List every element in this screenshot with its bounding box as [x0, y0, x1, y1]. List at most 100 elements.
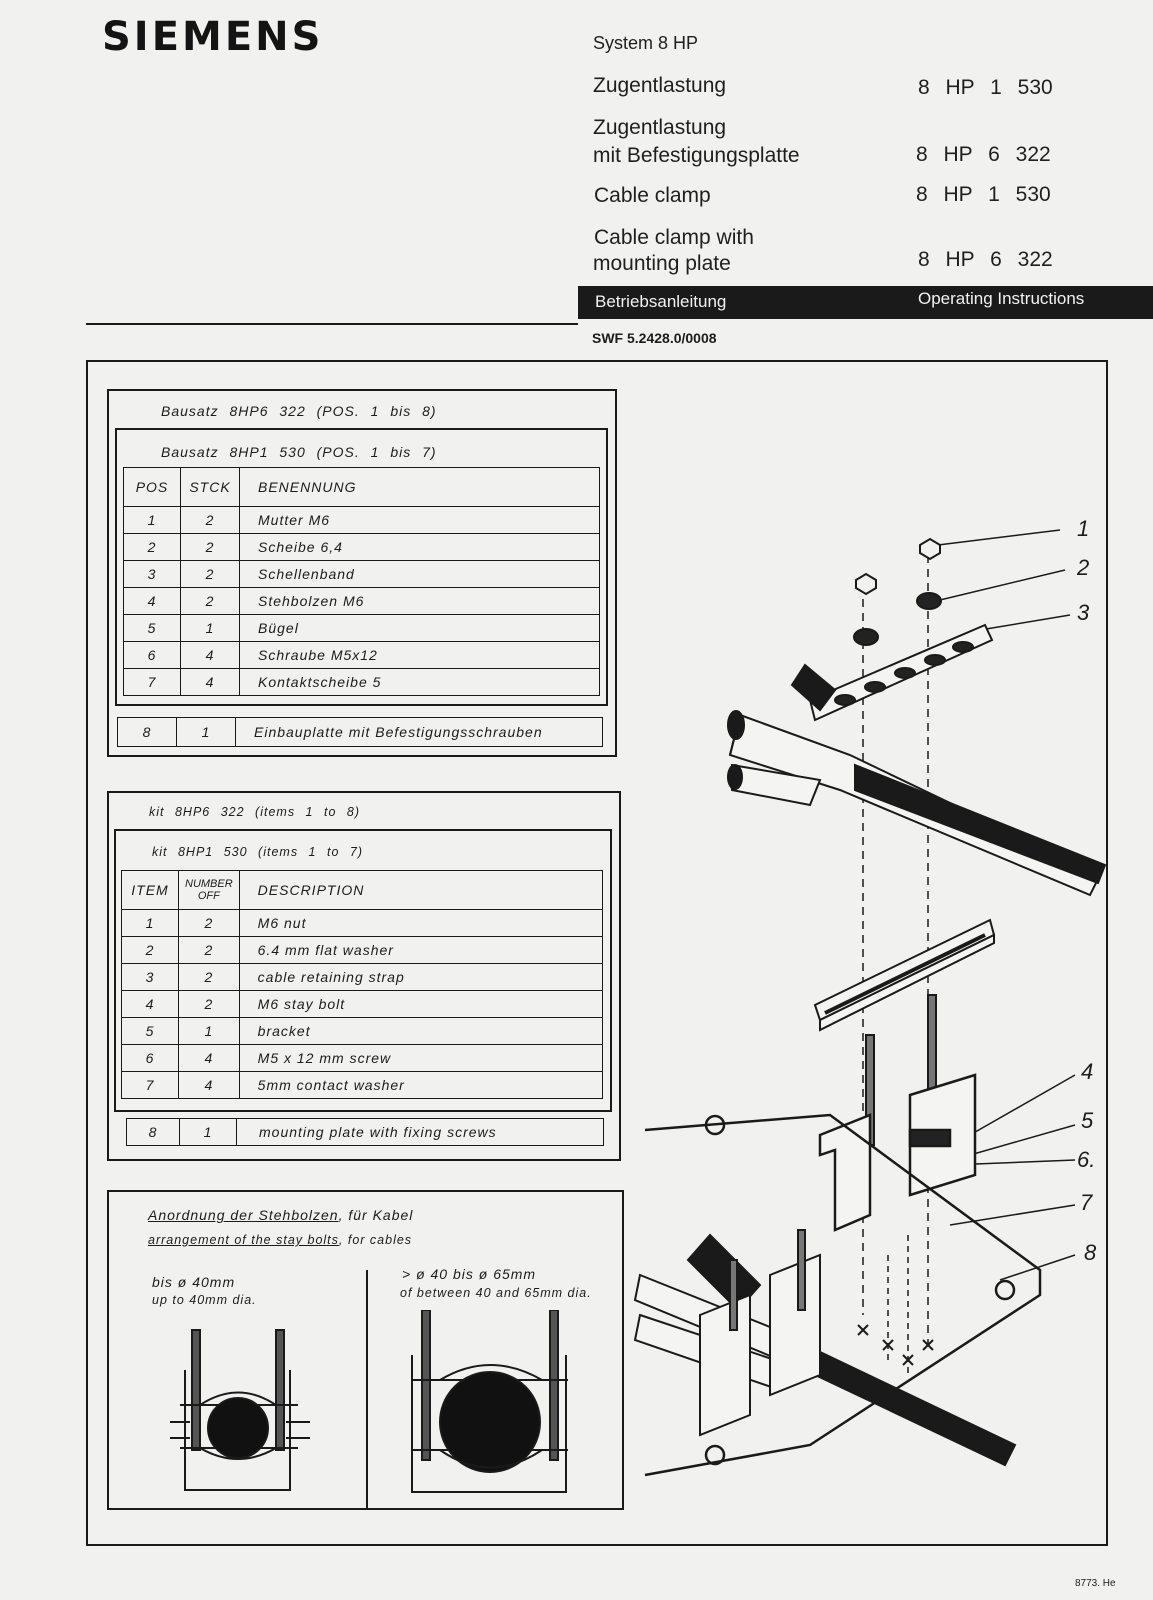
product-code: 8 HP 1 530: [918, 76, 1053, 99]
desc-cell: Stehbolzen M6: [239, 587, 600, 615]
small-cable-diagram: [170, 1329, 310, 1491]
desc-cell: cable retaining strap: [238, 963, 604, 991]
system-label: System 8 HP: [593, 33, 699, 53]
qty-cell: 4: [178, 1044, 240, 1072]
footer-code: 8773. He: [1075, 1578, 1116, 1589]
mounting-rail: [813, 918, 996, 1032]
desc-cell: Schellenband: [239, 560, 600, 588]
pos-cell: 2: [123, 533, 181, 561]
fixing-marks: [857, 1324, 934, 1366]
document-number: SWF 5.2428.0/0008: [592, 330, 717, 346]
bar-left-label: Betriebsanleitung: [595, 292, 727, 311]
desc-cell: Scheibe 6,4: [239, 533, 600, 561]
product-code: 8 HP 6 322: [916, 143, 1051, 166]
table-row: 8 1 Einbauplatte mit Befestigungsschraub…: [117, 717, 603, 747]
cable-upper: [727, 663, 1107, 897]
product-name: mit Befestigungsplatte: [593, 144, 800, 167]
qty-cell: 1: [180, 614, 240, 642]
arrangement-title-en-rest: , for cables: [338, 1233, 413, 1247]
qty-cell: 2: [180, 533, 240, 561]
pos-cell: 1: [123, 506, 181, 534]
exploded-assembly-drawing: [633, 529, 1107, 1477]
cable-lower: [633, 1229, 1017, 1467]
main-frame: [86, 360, 1108, 1546]
column-header: ITEM: [121, 870, 179, 910]
callout-number: 7: [1080, 1190, 1093, 1215]
qty-cell: 4: [180, 668, 240, 696]
arrangement-title-de-underlined: Anordnung der Stehbolzen: [148, 1207, 339, 1223]
arrangement-title-de-rest: , für Kabel: [338, 1207, 414, 1223]
pos-cell: 7: [123, 668, 181, 696]
callout-number: 2: [1077, 555, 1090, 580]
callout-number: 8: [1084, 1240, 1097, 1265]
qty-cell: 1: [179, 1118, 237, 1146]
qty-cell: 2: [178, 990, 240, 1018]
column-header: NUMBER OFF: [178, 870, 240, 910]
kit-en-inner-title: kit 8HP1 530 (items 1 to 7): [152, 845, 363, 859]
item-cell: 8: [126, 1118, 180, 1146]
desc-cell: 6.4 mm flat washer: [238, 936, 604, 964]
pos-cell: 4: [123, 587, 181, 615]
washer-icon: [916, 592, 942, 610]
column-header: DESCRIPTION: [238, 870, 604, 910]
qty-cell: 2: [180, 587, 240, 615]
item-cell: 3: [121, 963, 179, 991]
callout-number: 6.: [1077, 1147, 1096, 1172]
arrangement-divider: [366, 1270, 368, 1510]
arrangement-title-de: Anordnung der Stehbolzen, für Kabel: [148, 1207, 413, 1223]
qty-cell: 4: [180, 641, 240, 669]
retaining-strap: [808, 623, 994, 722]
desc-cell: Schraube M5x12: [239, 641, 600, 669]
desc-cell: Mutter M6: [239, 506, 600, 534]
nut-icon: [919, 537, 941, 561]
item-cell: 4: [121, 990, 179, 1018]
right-size-de: > ø 40 bis ø 65mm: [402, 1266, 537, 1282]
qty-cell: 2: [180, 560, 240, 588]
kit-de-extra-table: 8 1 Einbauplatte mit Befestigungsschraub…: [117, 717, 603, 747]
desc-cell: Bügel: [239, 614, 600, 642]
kit-de-inner-box: Bausatz 8HP1 530 (POS. 1 bis 7): [115, 428, 608, 706]
callout-number: 3: [1077, 600, 1090, 625]
qty-cell: 1: [178, 1017, 240, 1045]
stay-bolt-diagrams: [170, 1310, 568, 1493]
qty-cell: 2: [178, 963, 240, 991]
bar-right-label: Operating Instructions: [918, 289, 1085, 308]
table-row: 8 1 mounting plate with fixing screws: [126, 1118, 604, 1146]
qty-cell: 2: [180, 506, 240, 534]
desc-cell: M6 nut: [238, 909, 604, 937]
item-cell: 7: [121, 1071, 179, 1099]
desc-cell: 5mm contact washer: [238, 1071, 604, 1099]
pos-cell: 8: [117, 717, 177, 747]
item-cell: 1: [121, 909, 179, 937]
kit-de-inner-title: Bausatz 8HP1 530 (POS. 1 bis 7): [161, 444, 437, 460]
desc-cell: mounting plate with fixing screws: [236, 1118, 604, 1146]
callout-number: 1: [1077, 516, 1090, 541]
title-bar: Betriebsanleitung Operating Instructions: [578, 286, 1153, 319]
kit-en-inner-box: kit 8HP1 530 (items 1 to 7): [114, 829, 612, 1112]
product-name: Zugentlastung: [593, 116, 727, 139]
item-cell: 6: [121, 1044, 179, 1072]
desc-cell: Kontaktscheibe 5: [239, 668, 600, 696]
base-plate: [644, 1113, 1042, 1477]
qty-cell: 1: [176, 717, 236, 747]
kit-de-outer-box: Bausatz 8HP6 322 (POS. 1 bis 8): [107, 389, 617, 757]
arrangement-title-en-underlined: arrangement of the stay bolts: [148, 1233, 339, 1247]
callout-number: 4: [1081, 1059, 1094, 1084]
kit-de-outer-title: Bausatz 8HP6 322 (POS. 1 bis 8): [161, 403, 437, 419]
arrangement-title-en: arrangement of the stay bolts, for cable…: [148, 1233, 412, 1247]
column-header: POS: [123, 467, 181, 507]
product-code: 8 HP 6 322: [918, 248, 1053, 271]
column-header: STCK: [180, 467, 240, 507]
item-cell: 5: [121, 1017, 179, 1045]
